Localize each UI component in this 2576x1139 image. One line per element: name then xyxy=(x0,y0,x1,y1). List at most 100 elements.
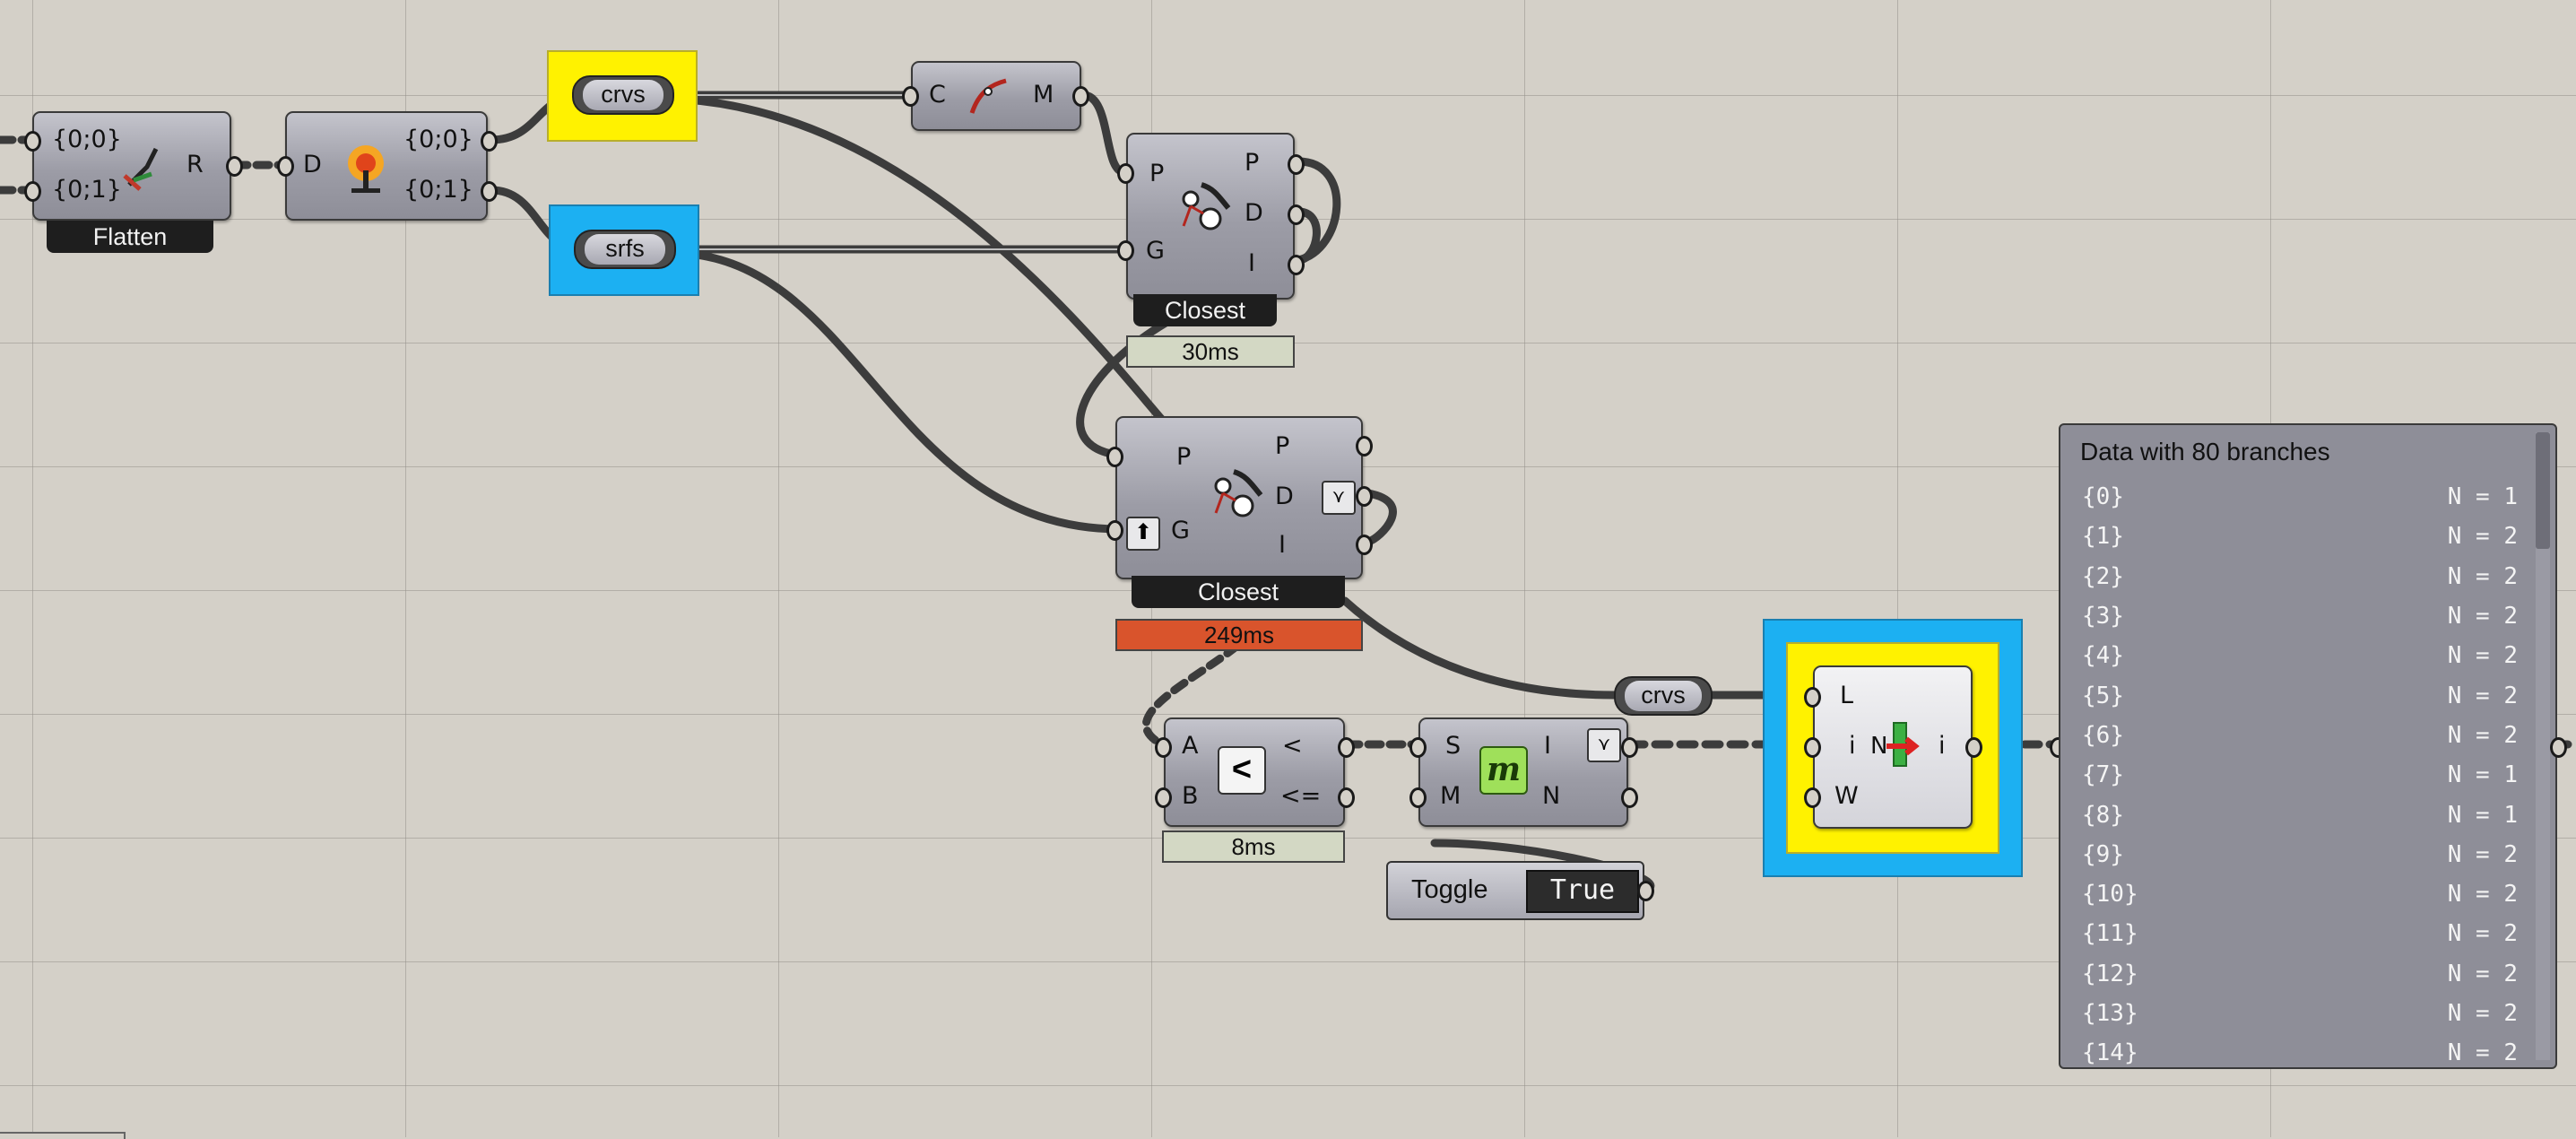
member-output-n[interactable]: N xyxy=(1542,782,1561,810)
closest1-grip-out-i[interactable] xyxy=(1288,255,1305,275)
closest2-grip-out-i[interactable] xyxy=(1356,535,1373,555)
explode-grip-in[interactable] xyxy=(277,156,294,177)
panel-row-path: {6} xyxy=(2082,721,2124,749)
curve-middle-component[interactable]: C M xyxy=(911,61,1081,131)
member-input-m[interactable]: M xyxy=(1440,782,1461,810)
flatten-grip-in0[interactable] xyxy=(24,131,41,152)
smaller-grip-out-lt[interactable] xyxy=(1338,737,1355,758)
smaller-output-lt[interactable]: < xyxy=(1282,732,1303,760)
panel-row-count: N = 1 xyxy=(2447,761,2518,789)
member-index-component[interactable]: S M I N m ⋎ xyxy=(1418,717,1628,827)
curve-middle-input-c[interactable]: C xyxy=(929,81,946,109)
closest2-grip-out-d[interactable] xyxy=(1356,486,1373,507)
explode-tree-component[interactable]: D {0;0} {0;1} xyxy=(285,111,488,221)
smaller-output-le[interactable]: <= xyxy=(1280,782,1322,810)
cull-grip-out-i[interactable] xyxy=(1965,737,1982,758)
panel-row: {2}N = 2 xyxy=(2082,557,2518,596)
closest1-input-g[interactable]: G xyxy=(1146,237,1165,265)
cull-index-component[interactable]: L i W i N xyxy=(1813,665,1973,829)
closest2-output-d[interactable]: D xyxy=(1275,483,1294,510)
explode-tree-icon xyxy=(348,145,384,193)
cull-grip-in-i[interactable] xyxy=(1804,737,1821,758)
panel-row-count: N = 1 xyxy=(2447,483,2518,511)
curve-middle-output-m[interactable]: M xyxy=(1033,81,1054,109)
member-grip-out-n[interactable] xyxy=(1621,787,1638,808)
closest1-grip-in-g[interactable] xyxy=(1117,240,1134,261)
panel-scrollbar[interactable] xyxy=(2536,432,2550,1060)
closest2-timer: 249ms xyxy=(1115,619,1363,651)
member-grip-in-m[interactable] xyxy=(1409,787,1427,808)
closest1-output-d[interactable]: D xyxy=(1245,199,1263,227)
smaller-than-component[interactable]: A B < <= < xyxy=(1164,717,1345,827)
closest1-input-p[interactable]: P xyxy=(1149,160,1165,187)
explode-input-d[interactable]: D xyxy=(303,151,322,178)
cull-grip-in-w[interactable] xyxy=(1804,787,1821,808)
panel-row: {1}N = 2 xyxy=(2082,517,2518,556)
flatten-input-0[interactable]: {0;0} xyxy=(52,126,122,153)
closest1-label: Closest xyxy=(1133,294,1277,326)
crvs-relay-2[interactable]: crvs xyxy=(1614,676,1713,716)
panel-title: Data with 80 branches xyxy=(2080,438,2330,465)
member-grip-in-s[interactable] xyxy=(1409,737,1427,758)
boolean-toggle[interactable]: Toggle True xyxy=(1386,861,1644,920)
panel-grip-out[interactable] xyxy=(2550,737,2567,758)
cull-grip-in-l[interactable] xyxy=(1804,687,1821,708)
flatten-output-icon[interactable]: ⋎ xyxy=(1587,728,1621,762)
closest1-grip-in-p[interactable] xyxy=(1117,163,1134,184)
closest1-grip-out-d[interactable] xyxy=(1288,204,1305,225)
member-output-i[interactable]: I xyxy=(1544,732,1551,760)
panel-row-path: {7} xyxy=(2082,761,2124,789)
flatten-component[interactable]: {0;0} {0;1} R xyxy=(32,111,231,221)
closest2-input-p[interactable]: P xyxy=(1176,443,1192,471)
member-input-s[interactable]: S xyxy=(1445,732,1461,760)
flatten-grip-out[interactable] xyxy=(226,156,243,177)
flatten-output-r[interactable]: R xyxy=(186,151,204,178)
member-grip-out-i[interactable] xyxy=(1621,737,1638,758)
smaller-grip-in-b[interactable] xyxy=(1155,787,1172,808)
smaller-timer: 8ms xyxy=(1162,830,1345,863)
explode-grip-out1[interactable] xyxy=(481,181,498,202)
closest-point-component-2[interactable]: P G P D I ⬆ ⋎ xyxy=(1115,416,1363,579)
graft-icon[interactable]: ⬆ xyxy=(1126,517,1160,551)
closest1-output-p[interactable]: P xyxy=(1245,149,1260,177)
closest2-grip-in-g[interactable] xyxy=(1106,520,1123,541)
crvs-relay[interactable]: crvs xyxy=(572,75,674,115)
closest2-output-p[interactable]: P xyxy=(1275,432,1290,460)
flatten-input-1[interactable]: {0;1} xyxy=(52,176,122,204)
panel-row-path: {1} xyxy=(2082,523,2124,551)
panel-row: {10}N = 2 xyxy=(2082,874,2518,914)
smaller-input-a[interactable]: A xyxy=(1182,732,1199,760)
cull-input-i[interactable]: i xyxy=(1849,732,1856,760)
explode-output-1[interactable]: {0;1} xyxy=(403,176,473,204)
curve-middle-grip-out[interactable] xyxy=(1072,86,1089,107)
smaller-input-b[interactable]: B xyxy=(1182,782,1199,810)
closest2-input-g[interactable]: G xyxy=(1171,517,1190,544)
smaller-grip-out-le[interactable] xyxy=(1338,787,1355,808)
closest-point-component-1[interactable]: P G P D I xyxy=(1126,133,1295,300)
flatten-output-icon[interactable]: ⋎ xyxy=(1322,481,1356,515)
panel-row: {4}N = 2 xyxy=(2082,636,2518,675)
toggle-value[interactable]: True xyxy=(1526,870,1639,913)
flatten-grip-in1[interactable] xyxy=(24,181,41,202)
closest2-grip-out-p[interactable] xyxy=(1356,436,1373,456)
cull-output-i[interactable]: i xyxy=(1939,732,1946,760)
toggle-grip-out[interactable] xyxy=(1637,881,1654,901)
closest1-grip-out-p[interactable] xyxy=(1288,154,1305,175)
panel-row-path: {13} xyxy=(2082,1000,2138,1027)
closest2-grip-in-p[interactable] xyxy=(1106,447,1123,467)
closest2-output-i[interactable]: I xyxy=(1279,531,1286,559)
cull-input-w[interactable]: W xyxy=(1834,782,1859,810)
canvas-bottom-tab[interactable] xyxy=(0,1132,126,1139)
curve-middle-grip-in[interactable] xyxy=(902,86,919,107)
cull-input-l[interactable]: L xyxy=(1840,682,1854,709)
closest1-output-i[interactable]: I xyxy=(1248,249,1255,277)
explode-output-0[interactable]: {0;0} xyxy=(403,126,473,153)
panel-scroll-thumb[interactable] xyxy=(2536,432,2550,549)
closest-point-icon xyxy=(1182,182,1231,230)
smaller-grip-in-a[interactable] xyxy=(1155,737,1172,758)
data-panel[interactable]: Data with 80 branches {0}N = 1{1}N = 2{2… xyxy=(2059,423,2557,1069)
explode-grip-out0[interactable] xyxy=(481,131,498,152)
panel-row-count: N = 2 xyxy=(2447,721,2518,749)
srfs-relay[interactable]: srfs xyxy=(574,230,676,269)
